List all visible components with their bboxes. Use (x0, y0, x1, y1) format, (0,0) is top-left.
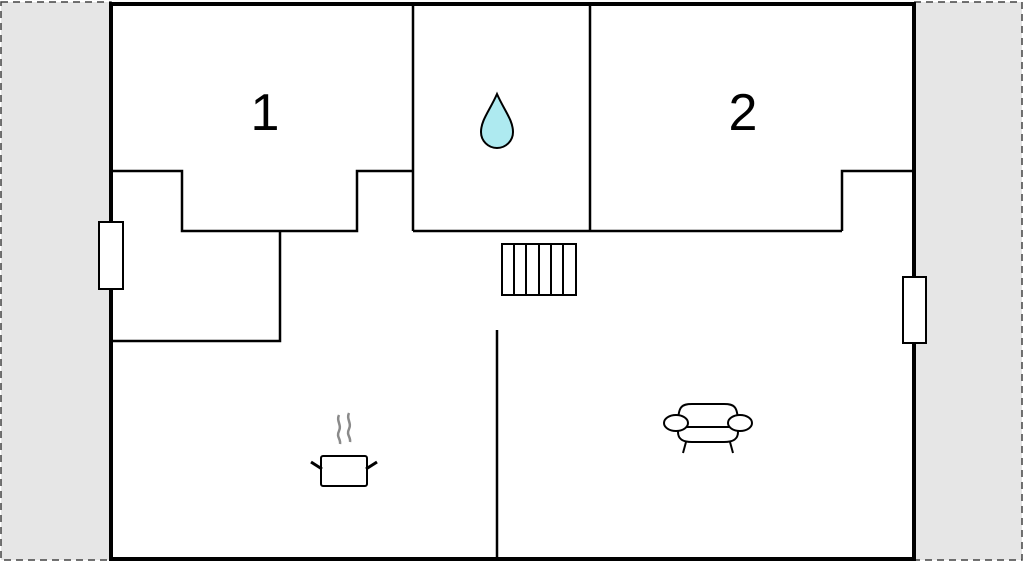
stairs-icon (501, 243, 577, 296)
bedroom-1-label: 1 (251, 84, 280, 142)
water-drop-icon (479, 91, 515, 149)
interior-walls (111, 4, 914, 559)
outside-area-left (0, 1, 112, 561)
outer-wall (109, 2, 916, 561)
cooking-pot-icon (310, 412, 378, 487)
sofa-icon (663, 403, 753, 454)
window-right (902, 276, 927, 344)
bedroom-2-label: 2 (729, 84, 758, 142)
window-left (98, 221, 124, 290)
outside-area-right (913, 1, 1023, 561)
